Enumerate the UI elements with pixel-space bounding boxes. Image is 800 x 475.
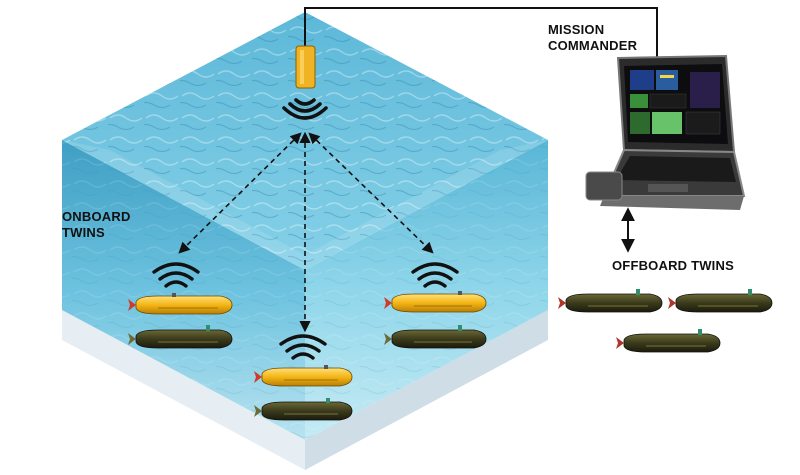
acoustic-links bbox=[178, 131, 434, 333]
digital-twin-auv-icon bbox=[668, 289, 773, 313]
offboard-twins-label: OFFBOARD TWINS bbox=[612, 258, 734, 273]
onboard-twins-label: ONBOARD TWINS bbox=[62, 209, 132, 241]
auv-icon bbox=[254, 365, 353, 387]
laptop-icon bbox=[585, 54, 746, 210]
digital-twin-auv-icon bbox=[254, 398, 353, 421]
surface-highlight bbox=[62, 140, 548, 270]
onboard-auvs bbox=[128, 291, 487, 421]
auv-icon bbox=[384, 291, 487, 313]
onboard-twins-line1: ONBOARD bbox=[62, 209, 131, 224]
onboard-twins-line2: TWINS bbox=[62, 225, 105, 240]
buoy-icon bbox=[295, 45, 316, 89]
digital-twin-auv-icon bbox=[128, 325, 233, 349]
mission-commander-line1: MISSION bbox=[548, 22, 605, 37]
seabed-right bbox=[305, 310, 548, 470]
digital-twin-auv-icon bbox=[384, 325, 487, 349]
offboard-twins bbox=[558, 289, 773, 353]
seabed-left bbox=[62, 310, 305, 470]
link-right bbox=[308, 132, 434, 254]
digital-twin-auv-icon bbox=[616, 329, 721, 353]
water-front-left-ripple bbox=[62, 140, 305, 440]
digital-twin-auv-icon bbox=[558, 289, 663, 313]
buoy-wifi-icon bbox=[282, 98, 328, 120]
link-left bbox=[178, 132, 302, 254]
auv-icon bbox=[128, 293, 233, 315]
water-front-right-ripple bbox=[305, 140, 548, 440]
mission-commander-label: MISSION COMMANDER bbox=[548, 22, 638, 54]
mission-commander-line2: COMMANDER bbox=[548, 38, 638, 53]
auv-wifi-icon bbox=[152, 262, 459, 360]
buoy-cable bbox=[304, 7, 658, 62]
